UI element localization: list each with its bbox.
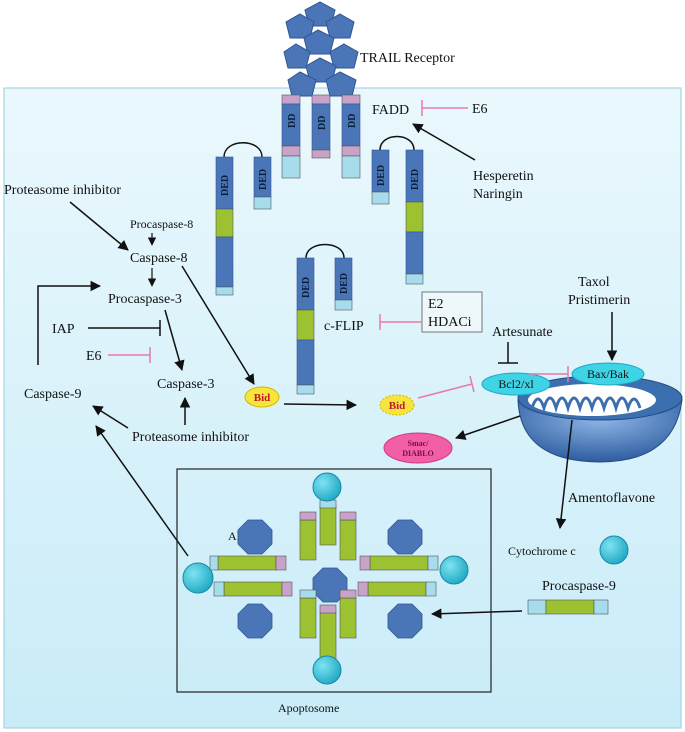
fadd-right-complex [371,135,424,285]
smac-label-line1: Smac/ [408,439,430,448]
caspase8-label: Caspase-8 [130,251,188,266]
artesunate-label: Artesunate [492,325,553,340]
amentoflavone-label: Amentoflavone [568,491,655,506]
trail-receptor-label: TRAIL Receptor [360,51,455,66]
ded-label-cflip-2: DED [339,273,350,294]
e2-label: E2 [428,297,444,312]
caspase9-label: Caspase-9 [24,387,82,402]
hesperetin-label: Hesperetin [473,169,534,184]
pi-caspase9-arrow [92,405,129,429]
pi-caspase8-arrow [69,201,129,251]
dd-label-3: DD [347,114,358,128]
apoptosome-wheel-icon [182,472,469,685]
fadd-label: FADD [372,103,409,118]
e2-hdaci-box [421,291,483,333]
iap-label: IAP [52,322,75,337]
bid-right-label: Bid [389,400,406,412]
e6-top-label: E6 [472,102,488,117]
dd-label-2: DD [317,116,328,130]
caspase9-loop-arrow [37,280,102,365]
hdaci-label: HDACi [428,315,472,330]
fadd-left-complex [215,142,272,296]
procaspase9-label: Procaspase-9 [542,579,616,594]
ded-label-left-2: DED [258,169,269,190]
mitochondrion-icon [517,375,685,463]
procaspase8-label: Procaspase-8 [130,217,193,231]
e6-left-label: E6 [86,349,102,364]
cytochrome-c-icon [599,535,629,565]
procaspase3-caspase3-arrow [164,309,185,372]
procaspase3-label: Procaspase-3 [108,292,182,307]
smac-diablo-badge: Smac/ DIABLO [383,432,453,464]
bid-bcl2-inhibit [417,383,473,399]
naringin-label: Naringin [473,187,523,202]
procaspase9-apoptosome-arrow [430,608,523,619]
cflip-label: c-FLIP [324,319,364,334]
mito-smac-arrow [455,415,521,440]
apoptosome-box [176,468,492,693]
ded-label-right-2: DED [410,169,421,190]
caspase3-label: Caspase-3 [157,377,215,392]
baxbak-label: Bax/Bak [587,367,629,381]
mito-cytochrome-arrow [555,419,573,530]
bcl2-label: Bcl2/xl [498,377,534,391]
bcl2-badge: Bcl2/xl [481,372,551,396]
baxbak-badge: Bax/Bak [571,362,645,386]
proteasome-inhibitor-bottom-label: Proteasome inhibitor [132,430,249,445]
bid-right-badge: Bid [379,394,415,416]
ded-label-cflip-1: DED [301,277,312,298]
caspase8-bid-arrow [181,265,255,385]
dd-label-1: DD [287,114,298,128]
hesperetin-fadd-arrow [412,123,476,161]
trail-receptor-icon [283,1,359,97]
bid-left-badge: Bid [244,386,280,408]
death-domain-columns [281,94,361,179]
cytochrome-c-label: Cytochrome c [508,544,576,558]
cflip-complex [296,243,353,395]
taxol-label: Taxol [578,275,610,290]
pristimerin-label: Pristimerin [568,293,630,308]
bid-left-label: Bid [254,392,271,404]
bid-translocation-arrow [283,399,358,411]
apoptosome-label: Apoptosome [278,701,339,715]
procaspase9-icon [527,599,609,615]
ded-label-left-1: DED [220,175,231,196]
smac-label-line2: DIABLO [402,449,434,458]
apoptosome-caspase9-arrow [95,425,189,557]
proteasome-inhibitor-top-label: Proteasome inhibitor [4,183,121,198]
ded-label-right-1: DED [376,165,387,186]
